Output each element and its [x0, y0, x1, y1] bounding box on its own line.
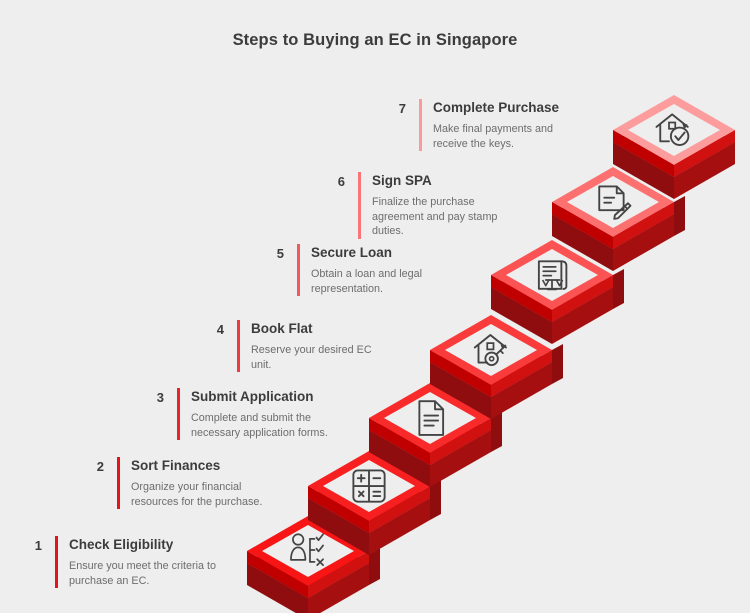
- step-number: 3: [156, 390, 164, 405]
- step-body: Sort Finances Organize your financial re…: [131, 457, 289, 509]
- stair-block-4: [430, 315, 552, 419]
- step-text-4: 4 Book Flat Reserve your desired EC unit…: [204, 320, 394, 372]
- stair-block-7: [613, 95, 735, 199]
- step-description: Finalize the purchase agreement and pay …: [372, 196, 498, 237]
- step-description: Ensure you meet the criteria to purchase…: [69, 560, 217, 587]
- step-number: 4: [216, 322, 224, 337]
- step-title: Complete Purchase: [433, 100, 560, 115]
- step-accent-bar: [297, 244, 300, 296]
- step-number: 7: [398, 101, 406, 116]
- step-description: Organize your financial resources for th…: [131, 481, 263, 508]
- step-description: Reserve your desired EC unit.: [251, 344, 372, 371]
- step-number: 2: [96, 459, 104, 474]
- step-text-6: 6 Sign SPA Finalize the purchase agreeme…: [325, 172, 515, 239]
- step-text-1: 1 Check Eligibility Ensure you meet the …: [22, 536, 227, 588]
- stair-block-5: [491, 240, 613, 344]
- step-description: Complete and submit the necessary applic…: [191, 412, 328, 439]
- stair-block-3: [369, 383, 491, 487]
- step-text-5: 5 Secure Loan Obtain a loan and legal re…: [264, 244, 454, 296]
- step-title: Secure Loan: [311, 245, 393, 260]
- step-number: 1: [34, 538, 42, 553]
- step-number: 5: [276, 246, 284, 261]
- step-description: Make final payments and receive the keys…: [433, 123, 554, 150]
- step-accent-bar: [117, 457, 120, 509]
- step-body: Submit Application Complete and submit t…: [191, 388, 334, 440]
- step-number: 6: [337, 174, 345, 189]
- step-accent-bar: [358, 172, 361, 239]
- step-body: Book Flat Reserve your desired EC unit.: [251, 320, 394, 372]
- stair-block-6: [552, 167, 674, 271]
- step-title: Check Eligibility: [69, 537, 174, 552]
- step-title: Sort Finances: [131, 458, 221, 473]
- step-accent-bar: [419, 99, 422, 151]
- step-title: Sign SPA: [372, 173, 432, 188]
- step-title: Submit Application: [191, 389, 314, 404]
- step-text-3: 3 Submit Application Complete and submit…: [144, 388, 334, 440]
- step-text-2: 2 Sort Finances Organize your financial …: [84, 457, 289, 509]
- page-title: Steps to Buying an EC in Singapore: [232, 31, 518, 49]
- step-accent-bar: [177, 388, 180, 440]
- step-title: Book Flat: [251, 321, 313, 336]
- step-description: Obtain a loan and legal representation.: [311, 268, 423, 295]
- step-body: Check Eligibility Ensure you meet the cr…: [69, 536, 227, 588]
- stair-block-2: [308, 451, 430, 555]
- step-body: Sign SPA Finalize the purchase agreement…: [372, 172, 515, 239]
- step-body: Secure Loan Obtain a loan and legal repr…: [311, 244, 454, 296]
- step-text-7: 7 Complete Purchase Make final payments …: [386, 99, 576, 151]
- step-accent-bar: [55, 536, 58, 588]
- step-body: Complete Purchase Make final payments an…: [433, 99, 576, 151]
- step-accent-bar: [237, 320, 240, 372]
